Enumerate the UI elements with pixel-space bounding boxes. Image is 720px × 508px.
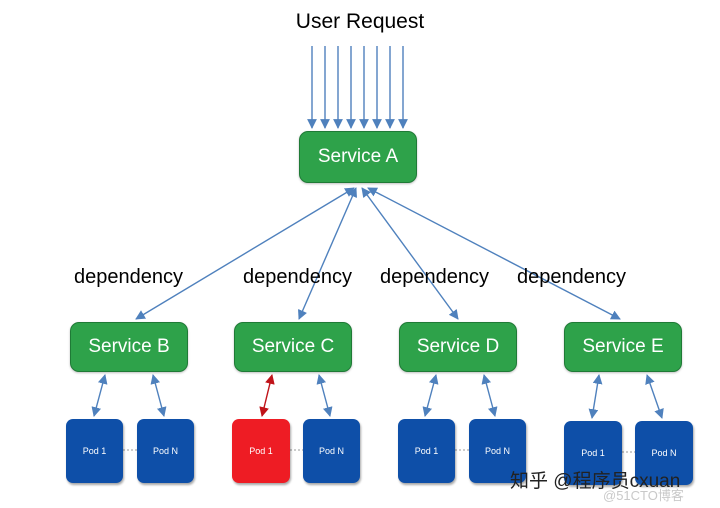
dependency-label-e: dependency [517, 266, 626, 288]
pod-arrow [588, 374, 603, 419]
dependency-label-c: dependency [243, 266, 352, 288]
pod-arrow [150, 374, 167, 417]
dependency-arrow-b [135, 187, 355, 320]
dependency-arrow-c [298, 187, 357, 320]
pod-arrow-failed [259, 374, 275, 417]
service-e-pod-n[interactable]: Pod N [635, 421, 693, 485]
dependency-label-b: dependency [74, 266, 183, 288]
service-e-pod-1[interactable]: Pod 1 [564, 421, 622, 485]
service-b-pod-n[interactable]: Pod N [137, 419, 194, 483]
service-c-node[interactable]: Service C [234, 322, 352, 372]
user-request-label: User Request [295, 10, 425, 33]
pod-arrows [91, 374, 664, 419]
service-c-pod-1-failed[interactable]: Pod 1 [232, 419, 290, 483]
service-b-pod-1[interactable]: Pod 1 [66, 419, 123, 483]
pod-arrow [91, 374, 108, 417]
dependency-arrow-e [367, 187, 621, 320]
pod-arrow [422, 374, 439, 417]
service-a-node[interactable]: Service A [299, 131, 417, 183]
pod-arrow [481, 374, 498, 417]
service-d-pod-1[interactable]: Pod 1 [398, 419, 455, 483]
service-d-pod-n[interactable]: Pod N [469, 419, 526, 483]
user-request-arrows [307, 46, 408, 129]
dependency-label-d: dependency [380, 266, 489, 288]
dependency-arrow-d [361, 187, 459, 320]
dependency-arrows [135, 187, 621, 320]
service-d-node[interactable]: Service D [399, 322, 517, 372]
pod-arrow [645, 374, 664, 419]
service-c-pod-n[interactable]: Pod N [303, 419, 360, 483]
watermark-sub: @51CTO博客 [603, 488, 684, 503]
service-b-node[interactable]: Service B [70, 322, 188, 372]
service-e-node[interactable]: Service E [564, 322, 682, 372]
watermark-main: 知乎 @程序员cxuan [510, 471, 681, 492]
pod-separators [123, 449, 635, 453]
pod-arrow [316, 374, 333, 417]
